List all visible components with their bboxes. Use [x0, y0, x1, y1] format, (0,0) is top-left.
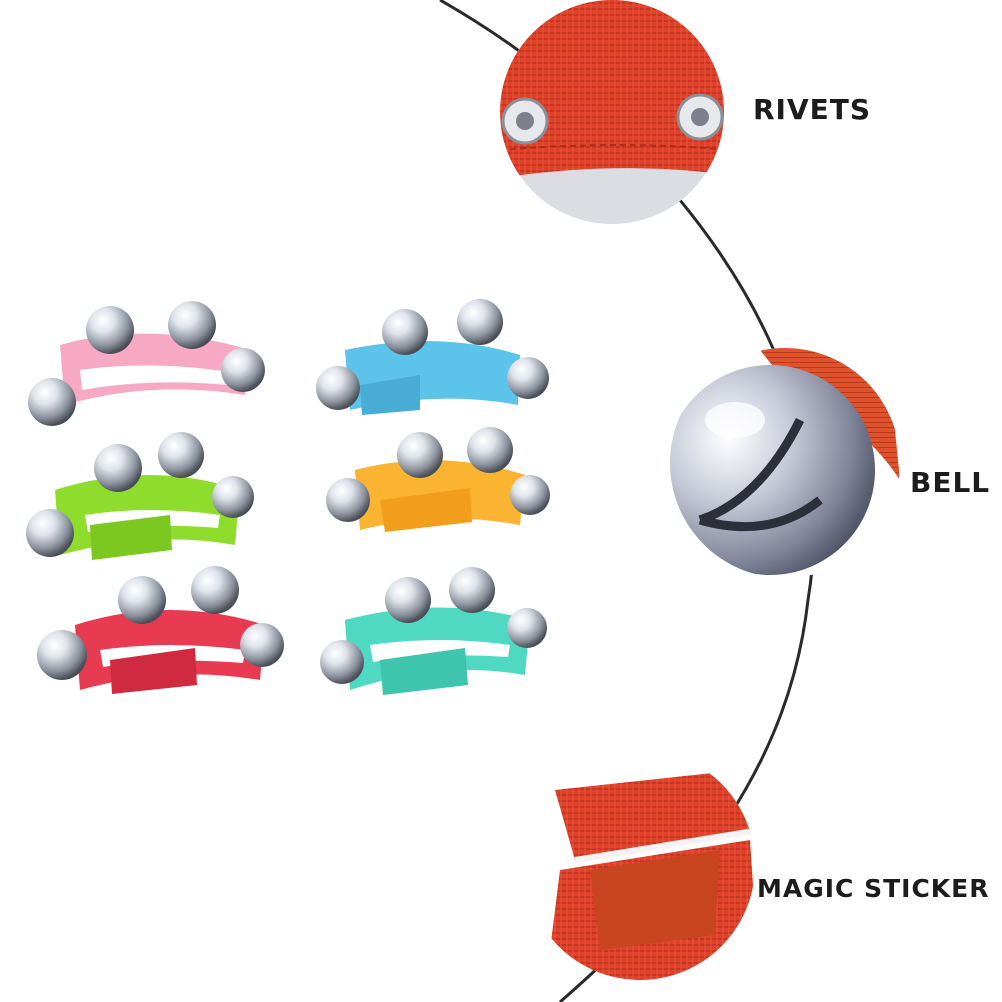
bell-label: BELL — [910, 466, 991, 499]
magic-sticker-detail-image — [525, 750, 755, 980]
blue-bracelet — [316, 299, 549, 415]
orange-bracelet — [326, 427, 550, 532]
green-bracelet — [26, 432, 254, 560]
rivets-detail-image — [500, 0, 724, 224]
red-bracelet — [37, 566, 284, 694]
bell-detail-image — [670, 348, 900, 578]
magic-sticker-label: MAGIC STICKER — [757, 874, 990, 903]
teal-bracelet — [320, 567, 547, 695]
pink-bracelet — [28, 301, 265, 426]
rivets-label: RIVETS — [753, 93, 872, 126]
